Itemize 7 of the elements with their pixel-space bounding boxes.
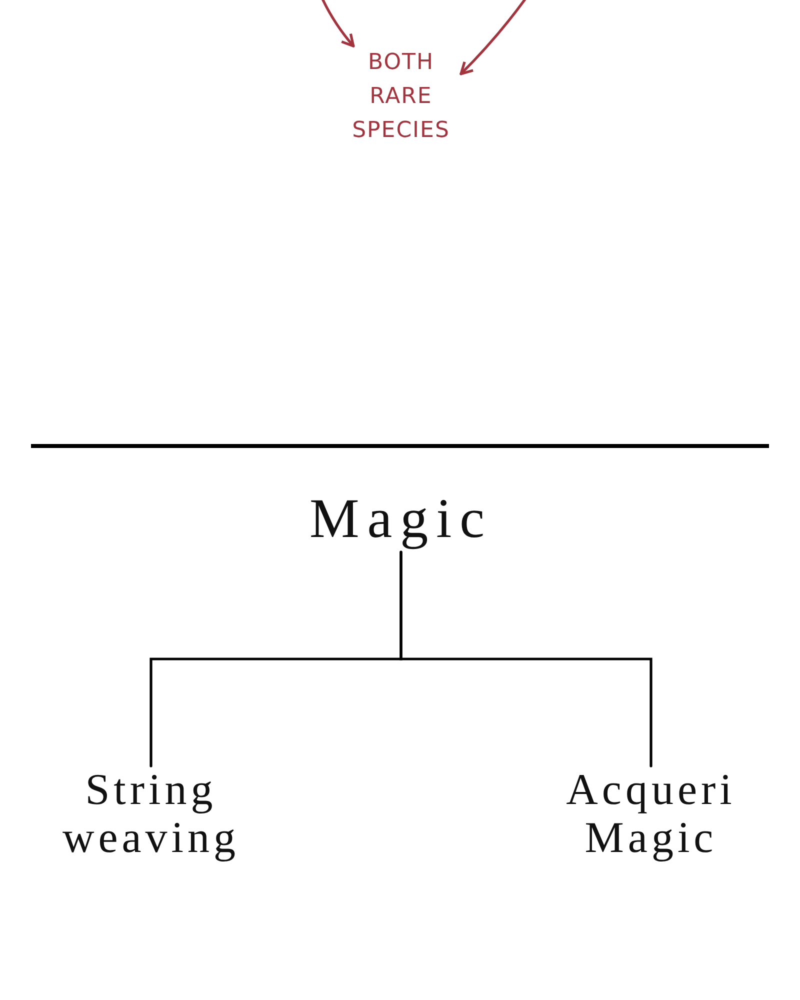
connector-line bbox=[400, 550, 652, 768]
root-label: Magic bbox=[296, 486, 506, 552]
arrow bbox=[320, 0, 355, 48]
branch-label: String weaving bbox=[41, 766, 261, 862]
arrow bbox=[460, 0, 528, 76]
handwritten-note: BOTH RARE SPECIES bbox=[341, 46, 461, 148]
branch-label: Acqueri Magic bbox=[541, 766, 761, 862]
